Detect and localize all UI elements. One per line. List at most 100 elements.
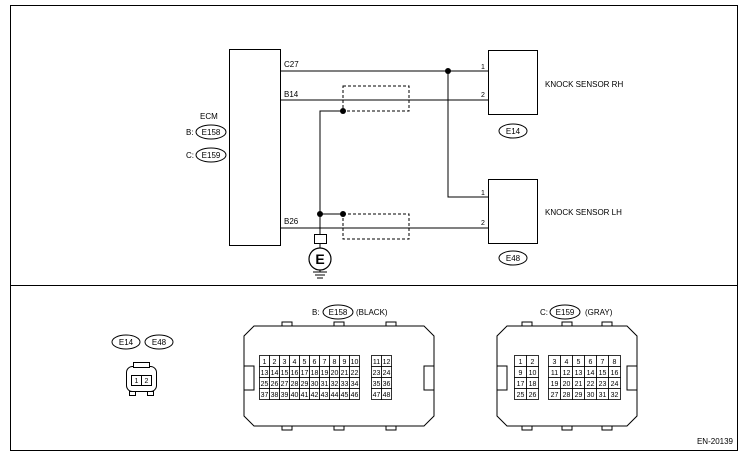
connector-pin-cell: [349, 388, 360, 400]
connector-pin-label: 6: [589, 359, 593, 366]
connector-pin-label: 36: [383, 381, 391, 388]
connector-pin-label: 28: [291, 381, 299, 388]
connector-pin-label: 29: [301, 381, 309, 388]
connector-pin-label: 1: [263, 359, 267, 366]
junction-dot-c27: [445, 68, 451, 74]
connector-pin-label: 37: [261, 392, 269, 399]
plug-e14-id: E14: [119, 338, 134, 347]
sensor-lh-connector-badge: [498, 250, 528, 266]
connector-pin-label: 14: [271, 370, 279, 377]
ecm-label: ECM: [200, 112, 218, 121]
junction-dot-shield-rh: [340, 108, 346, 114]
ecm-c-view-color: (GRAY): [585, 308, 613, 317]
ecm-box: [229, 49, 281, 246]
connector-pin-label: 20: [563, 381, 571, 388]
plug-e48-badge: [144, 334, 174, 350]
junction-dot-drain: [317, 211, 323, 217]
connector-pin-label: 30: [311, 381, 319, 388]
connector-pin-cell: [608, 388, 621, 400]
ecm-c-tab-bottom-1: [521, 425, 533, 431]
figure-code: EN-20139: [697, 437, 734, 446]
connector-pin-label: 12: [563, 370, 571, 377]
connector-pin-label: 28: [563, 392, 571, 399]
ecm-c-view-badge: [549, 304, 581, 320]
connector-pin-cell: [381, 388, 392, 400]
connector-pin-label: 11: [373, 359, 380, 366]
connector-pin-label: 17: [301, 370, 309, 377]
connector-pin-label: 11: [551, 370, 558, 377]
ecm-connector-c-prefix: C:: [186, 151, 194, 160]
connector-pin-label: 7: [323, 359, 327, 366]
sensor-rh-pin-2: 2: [481, 92, 485, 99]
ecm-b-tab-bottom-2: [333, 425, 345, 431]
connector-pin-label: 9: [519, 370, 523, 377]
connector-pin-label: 39: [281, 392, 289, 399]
connector-pin-label: 44: [331, 392, 339, 399]
sensor-lh-connector-id: E48: [506, 254, 521, 263]
ground-terminal: [314, 234, 327, 244]
plug-e48-id: E48: [152, 338, 167, 347]
sensor-plug-cavity-2: [141, 375, 152, 386]
ecm-c-view-prefix: C:: [540, 308, 548, 317]
connector-pin-label: 5: [303, 359, 307, 366]
ecm-c-tab-top-1: [521, 321, 533, 327]
plug-e14-badge: [111, 334, 141, 350]
ecm-connector-b-prefix: B:: [186, 128, 194, 137]
connector-pin-label: 5: [577, 359, 581, 366]
sensor-rh-connector-badge: [498, 123, 528, 139]
connector-pin-label: 1: [519, 359, 523, 366]
connector-pin-label: 23: [373, 370, 381, 377]
connector-pin-label: 26: [529, 392, 537, 399]
connector-pin-label: 15: [599, 370, 607, 377]
connector-pin-label: 21: [575, 381, 583, 388]
sensor-plug-latch: [133, 362, 150, 368]
connector-pin-label: 25: [261, 381, 269, 388]
connector-pin-label: 31: [599, 392, 607, 399]
junction-dot-shield-lh: [340, 211, 346, 217]
connector-pin-cell: [526, 388, 539, 400]
ground-symbol: E: [315, 251, 324, 267]
connector-pin-label: 3: [553, 359, 557, 366]
connector-pin-label: 45: [341, 392, 349, 399]
sensor-lh-pin-1: 1: [481, 190, 485, 197]
connector-pin-label: 32: [611, 392, 619, 399]
connector-pin-label: 42: [311, 392, 319, 399]
connector-pin-label: 10: [529, 370, 537, 377]
sensor-plug-pin-2: 2: [145, 378, 149, 385]
ecm-b-tab-top-2: [333, 321, 345, 327]
connector-pin-label: 17: [517, 381, 525, 388]
wire-shield-drain: [319, 110, 343, 231]
connector-pin-label: 19: [321, 370, 329, 377]
connector-pin-label: 15: [281, 370, 289, 377]
ecm-c-tab-top-3: [601, 321, 613, 327]
ecm-c-side-lock-right: [626, 365, 638, 391]
connector-pin-label: 14: [587, 370, 595, 377]
connector-pin-label: 22: [351, 370, 359, 377]
connector-pin-label: 10: [351, 359, 359, 366]
knock-sensor-rh-box: [488, 50, 538, 115]
connector-pin-label: 24: [383, 370, 391, 377]
connector-pin-label: 32: [331, 381, 339, 388]
connector-pin-label: 20: [331, 370, 339, 377]
shield-lh: [342, 213, 410, 240]
ecm-connector-b-badge: [195, 124, 227, 140]
connector-pin-label: 13: [575, 370, 583, 377]
ecm-b-tab-top-3: [385, 321, 397, 327]
ecm-terminal-b26: B26: [284, 217, 299, 226]
connector-pin-label: 48: [383, 392, 391, 399]
diagram-frame: [10, 5, 738, 451]
ecm-b-side-lock-left: [243, 365, 255, 391]
connector-pin-label: 4: [565, 359, 569, 366]
connector-pin-label: 22: [587, 381, 595, 388]
sensor-lh-pin-2: 2: [481, 220, 485, 227]
connector-pin-label: 23: [599, 381, 607, 388]
connector-pin-label: 27: [281, 381, 289, 388]
connector-pin-label: 31: [321, 381, 329, 388]
connector-pin-label: 13: [261, 370, 269, 377]
connector-pin-label: 18: [311, 370, 319, 377]
sensor-plug-pin-1: 1: [135, 378, 139, 385]
sensor-rh-connector-id: E14: [506, 127, 521, 136]
connector-pin-label: 27: [551, 392, 559, 399]
